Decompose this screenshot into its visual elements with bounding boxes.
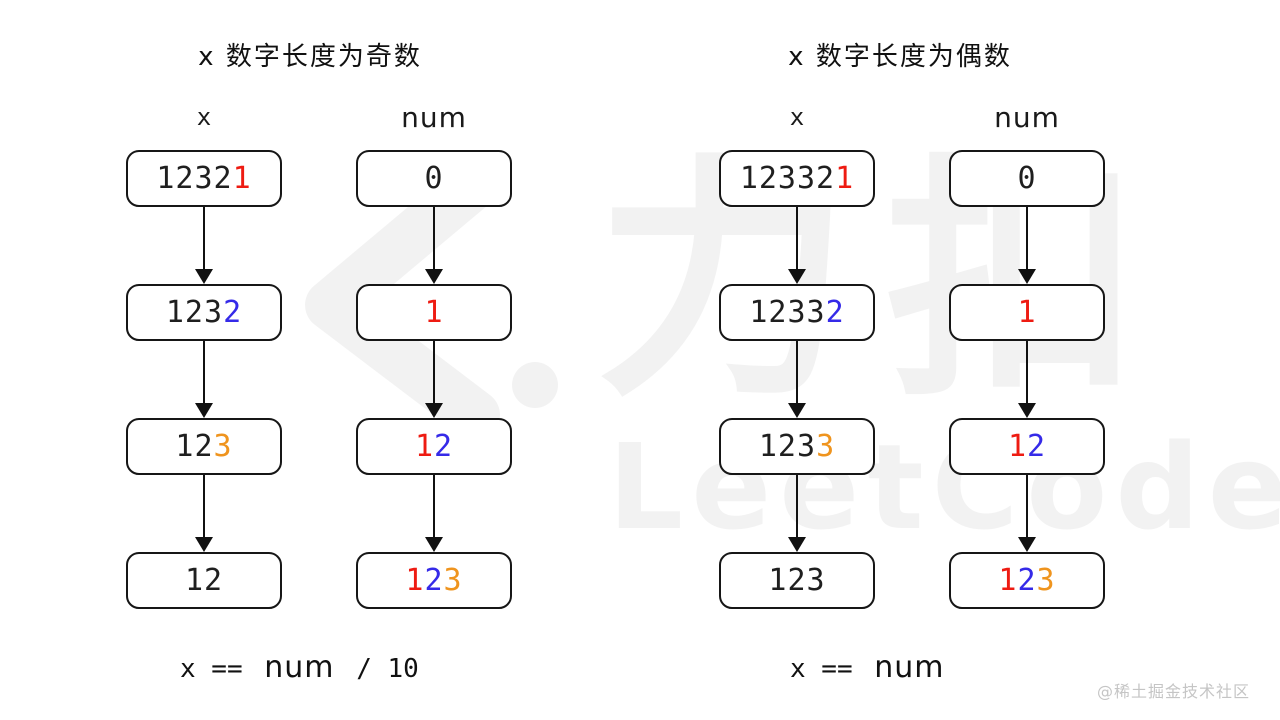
digit-segment: 0: [424, 161, 444, 196]
down-arrow-icon: [424, 475, 444, 552]
digit-segment: 3: [1036, 563, 1056, 598]
down-arrow-icon: [194, 475, 214, 552]
value-box: 12: [126, 552, 282, 609]
digit-segment: 1: [232, 161, 252, 196]
digit-segment: 123: [165, 295, 224, 330]
down-arrow-icon: [1017, 341, 1037, 418]
down-arrow-icon: [1017, 475, 1037, 552]
formula-even: x == num: [790, 650, 951, 690]
digit-segment: 2: [825, 295, 845, 330]
formula-part: / 10: [340, 654, 419, 684]
down-arrow-icon: [424, 341, 444, 418]
down-arrow-icon: [194, 341, 214, 418]
community-credit: @稀土掘金技术社区: [1096, 682, 1250, 701]
down-arrow-icon: [787, 475, 807, 552]
value-box: 0: [949, 150, 1105, 207]
watermark-latin: LeetCode: [608, 418, 1280, 556]
formula-part: x ==: [790, 654, 869, 684]
digit-segment: 2: [223, 295, 243, 330]
digit-segment: 1: [835, 161, 855, 196]
formula-part: x ==: [180, 654, 259, 684]
down-arrow-icon: [1017, 207, 1037, 284]
digit-segment: 0: [1017, 161, 1037, 196]
section-title-odd: x 数字长度为奇数: [198, 42, 422, 72]
digit-segment: 1: [998, 563, 1018, 598]
down-arrow-icon: [424, 207, 444, 284]
column-header-x: x: [196, 103, 212, 131]
value-box: 123: [719, 552, 875, 609]
digit-segment: 123: [758, 429, 817, 464]
value-box: 1: [949, 284, 1105, 341]
digit-segment: 123: [768, 563, 826, 598]
digit-segment: 1232: [156, 161, 233, 196]
section-title-even: x 数字长度为偶数: [788, 42, 1012, 72]
digit-segment: 2: [1027, 429, 1047, 464]
formula-part: num: [264, 650, 335, 685]
digit-segment: 2: [434, 429, 454, 464]
formula-odd: x == num / 10: [180, 650, 419, 690]
value-box: 0: [356, 150, 512, 207]
formula-part: num: [874, 650, 945, 685]
down-arrow-icon: [787, 341, 807, 418]
digit-segment: 3: [443, 563, 463, 598]
digit-segment: 1233: [749, 295, 826, 330]
column-header-num: num: [994, 100, 1060, 134]
column-header-x: x: [789, 103, 805, 131]
digit-segment: 1: [414, 429, 434, 464]
watermark-dot: [512, 362, 558, 408]
digit-segment: 2: [424, 563, 444, 598]
down-arrow-icon: [194, 207, 214, 284]
column-header-num: num: [401, 100, 467, 134]
digit-segment: 1: [1017, 295, 1037, 330]
digit-segment: 1: [424, 295, 444, 330]
down-arrow-icon: [787, 207, 807, 284]
digit-segment: 3: [213, 429, 233, 464]
digit-segment: 3: [816, 429, 836, 464]
digit-segment: 1: [405, 563, 425, 598]
digit-segment: 2: [1017, 563, 1037, 598]
digit-segment: 12332: [739, 161, 836, 196]
digit-segment: 12: [175, 429, 214, 464]
digit-segment: 1: [1007, 429, 1027, 464]
digit-segment: 12: [184, 563, 224, 598]
value-box: 1: [356, 284, 512, 341]
